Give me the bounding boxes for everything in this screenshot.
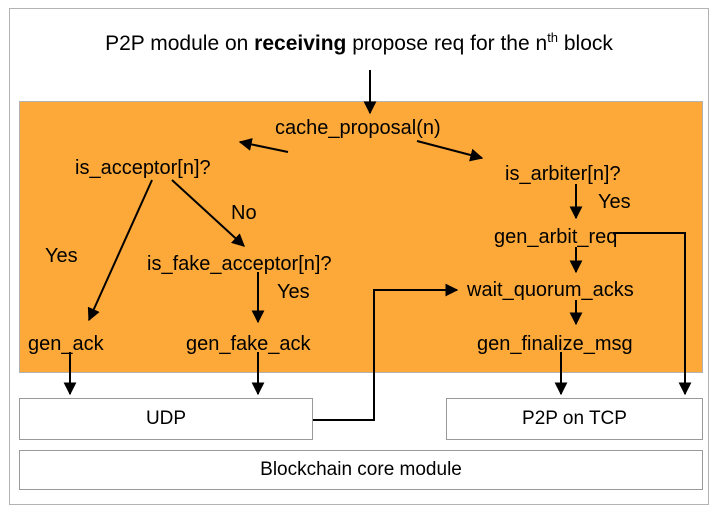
title-superscript: th: [547, 30, 559, 45]
title-prefix: P2P module on: [105, 32, 255, 55]
node-gen-fake-ack[interactable]: gen_fake_ack: [186, 333, 311, 355]
title-emphasis: receiving: [254, 32, 347, 55]
box-udp-label: UDP: [145, 408, 187, 429]
node-is-arbiter[interactable]: is_arbiter[n]?: [505, 163, 621, 185]
edge-label-fake-yes: Yes: [277, 281, 310, 303]
box-udp[interactable]: UDP: [19, 398, 313, 440]
box-blockchain-core-label: Blockchain core module: [260, 459, 462, 480]
node-cache-proposal[interactable]: cache_proposal(n): [275, 117, 441, 139]
title-suffix: block: [558, 32, 613, 55]
edge-label-acceptor-no: No: [231, 202, 257, 224]
node-gen-finalize-msg[interactable]: gen_finalize_msg: [477, 333, 633, 355]
node-is-acceptor[interactable]: is_acceptor[n]?: [75, 157, 211, 179]
box-p2p-tcp[interactable]: P2P on TCP: [446, 398, 703, 440]
edge-label-acceptor-yes: Yes: [45, 245, 78, 267]
diagram-title: P2P module on receiving propose req for …: [0, 30, 718, 56]
title-middle: propose req for the n: [346, 32, 548, 55]
node-gen-arbit-req[interactable]: gen_arbit_req: [494, 226, 618, 248]
box-p2p-tcp-label: P2P on TCP: [522, 408, 627, 429]
box-blockchain-core[interactable]: Blockchain core module: [19, 450, 703, 490]
node-is-fake-acceptor[interactable]: is_fake_acceptor[n]?: [147, 253, 332, 275]
node-wait-quorum-acks[interactable]: wait_quorum_acks: [467, 279, 634, 301]
edge-label-arbiter-yes: Yes: [598, 191, 631, 213]
node-gen-ack[interactable]: gen_ack: [28, 333, 104, 355]
